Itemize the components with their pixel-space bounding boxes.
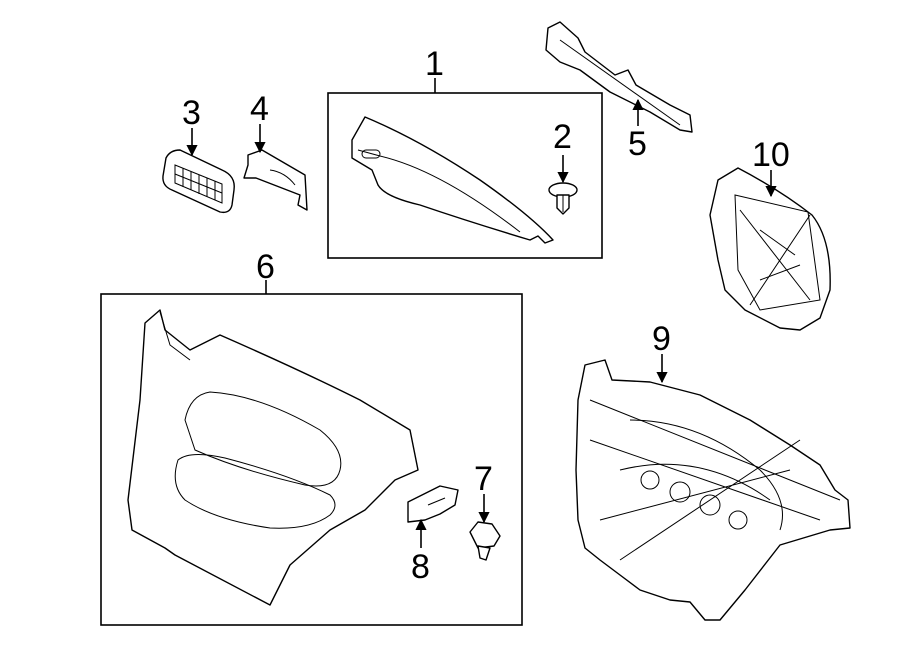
callout-9: 9 [652, 320, 671, 358]
part-7-push-clip[interactable] [469, 521, 501, 561]
part-8-bracket[interactable] [407, 485, 459, 523]
callout-1: 1 [425, 45, 444, 83]
part-5-reinforcement[interactable] [545, 21, 693, 133]
callout-3: 3 [182, 94, 201, 132]
callout-7: 7 [474, 460, 493, 498]
part-1-group-box [327, 92, 603, 259]
callout-6: 6 [256, 248, 275, 286]
part-3-vent-grille[interactable] [162, 149, 235, 214]
callout-10: 10 [752, 136, 790, 174]
callout-8: 8 [411, 548, 430, 586]
part-10-access-cover[interactable] [709, 167, 831, 331]
part-4-bracket[interactable] [243, 149, 308, 211]
callout-4: 4 [250, 90, 269, 128]
part-2-push-clip[interactable] [548, 182, 578, 215]
callout-5: 5 [628, 125, 647, 163]
part-1-quarter-trim-upper[interactable] [351, 116, 554, 244]
part-9-trunk-trim[interactable] [575, 359, 851, 621]
part-6-quarter-trim-lower[interactable] [127, 309, 419, 606]
callout-2: 2 [553, 118, 572, 156]
part-6-group-box [100, 293, 523, 626]
